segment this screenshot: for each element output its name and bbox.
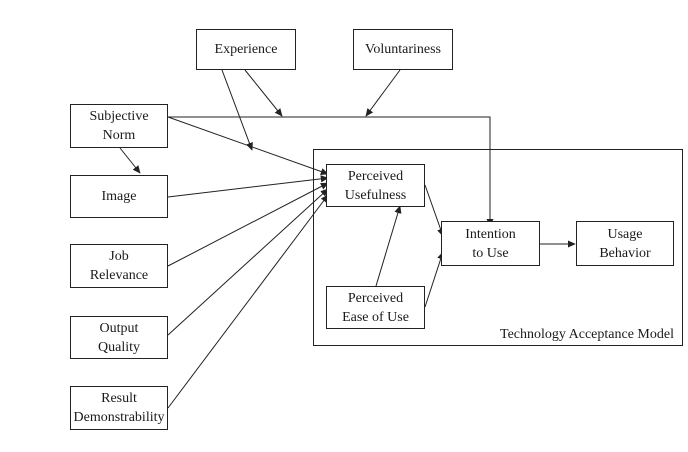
node-job-relevance: Job Relevance [70, 244, 168, 288]
edge-subjective-norm-to-intention [168, 116, 494, 227]
node-usage-behavior: Usage Behavior [576, 221, 674, 266]
tam-frame-label: Technology Acceptance Model [500, 327, 674, 342]
edge-ease-of-use-to-intention [424, 251, 445, 308]
node-subjective-norm: Subjective Norm [70, 104, 168, 148]
node-experience: Experience [196, 29, 296, 70]
edge-voluntariness-to-moderator [365, 69, 401, 117]
node-output-quality: Output Quality [70, 316, 168, 359]
edge-subjective-norm-to-usefulness [167, 116, 329, 175]
edge-ease-of-use-to-usefulness [375, 205, 402, 287]
node-result-demonstrability: Result Demonstrability [70, 386, 168, 430]
edge-experience-to-moderator [244, 69, 283, 117]
node-intention-to-use: Intention to Use [441, 221, 540, 266]
edge-image-to-usefulness [167, 175, 329, 198]
node-perceived-ease-of-use: Perceived Ease of Use [326, 286, 425, 329]
node-voluntariness: Voluntariness [353, 29, 453, 70]
edge-job-relevance-to-usefulness [167, 182, 329, 267]
tam-frame [313, 149, 683, 346]
edge-usefulness-to-intention [424, 184, 444, 237]
edge-subjective-norm-to-image [119, 147, 141, 174]
edge-result-demonstrability-to-usefulness [167, 194, 329, 409]
node-image: Image [70, 175, 168, 218]
node-perceived-usefulness: Perceived Usefulness [326, 164, 425, 207]
edge-experience-to-norm-path [221, 69, 253, 151]
edge-output-quality-to-usefulness [167, 188, 329, 336]
